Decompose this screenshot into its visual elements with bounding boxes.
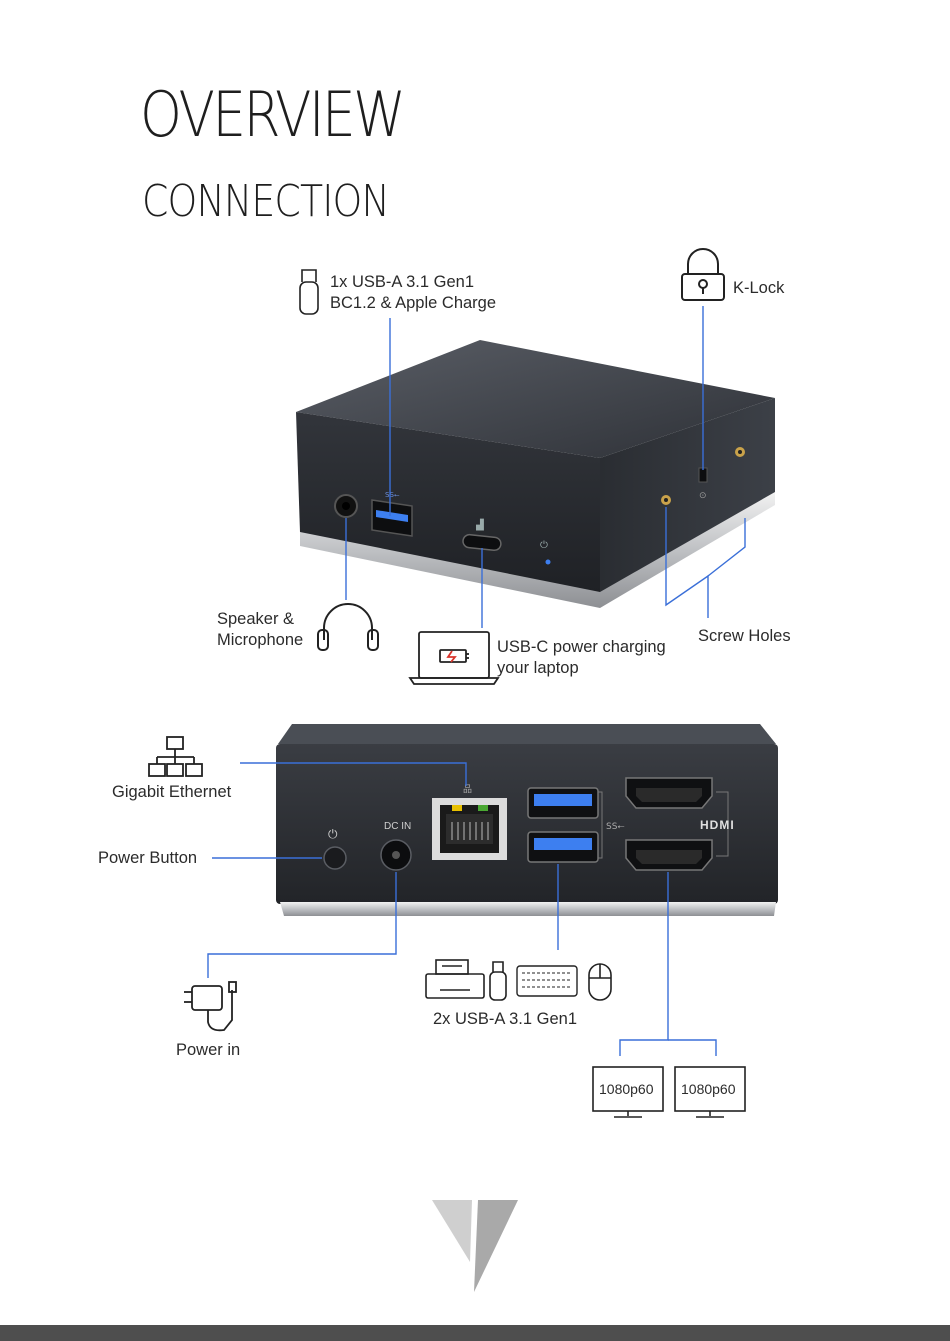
label-power-in: Power in [176,1040,240,1061]
label-k-lock: K-Lock [733,278,784,299]
power-adapter-icon [184,982,236,1030]
label-dc-in: DC IN [384,816,411,837]
svg-text:⏻: ⏻ [540,540,548,551]
mouse-icon [589,964,611,1000]
keyboard-icon [517,966,577,996]
usb-stick-icon [300,270,318,314]
network-icon [149,737,202,776]
svg-text:SS⭠: SS⭠ [606,822,625,832]
label-gigabit-ethernet: Gigabit Ethernet [112,782,231,803]
printer-icon [426,960,484,998]
laptop-charging-icon [410,632,498,684]
v7-logo-icon [432,1200,518,1292]
label-usb-c-charging: USB-C power charging your laptop [497,637,666,679]
label-usb-a-front: 1x USB-A 3.1 Gen1 BC1.2 & Apple Charge [330,272,496,314]
usb-stick-icon-rear [490,962,506,1000]
svg-text:SS⭠: SS⭠ [385,491,400,499]
headphones-icon [318,604,378,650]
label-monitor-1: 1080p60 [599,1079,654,1100]
label-power-button: Power Button [98,848,197,869]
padlock-icon [682,249,724,300]
svg-text:⏻: ⏻ [328,827,338,841]
footer-bar [0,1325,950,1341]
label-screw-holes: Screw Holes [698,626,791,647]
label-speaker-mic: Speaker & Microphone [217,609,303,651]
svg-text:⊙: ⊙ [699,491,707,501]
hdmi-logo: HDMI [700,815,735,836]
svg-text:▟: ▟ [475,518,484,531]
label-usb-a-rear: 2x USB-A 3.1 Gen1 [433,1009,577,1030]
label-monitor-2: 1080p60 [681,1079,736,1100]
svg-text:品: 品 [463,784,472,795]
